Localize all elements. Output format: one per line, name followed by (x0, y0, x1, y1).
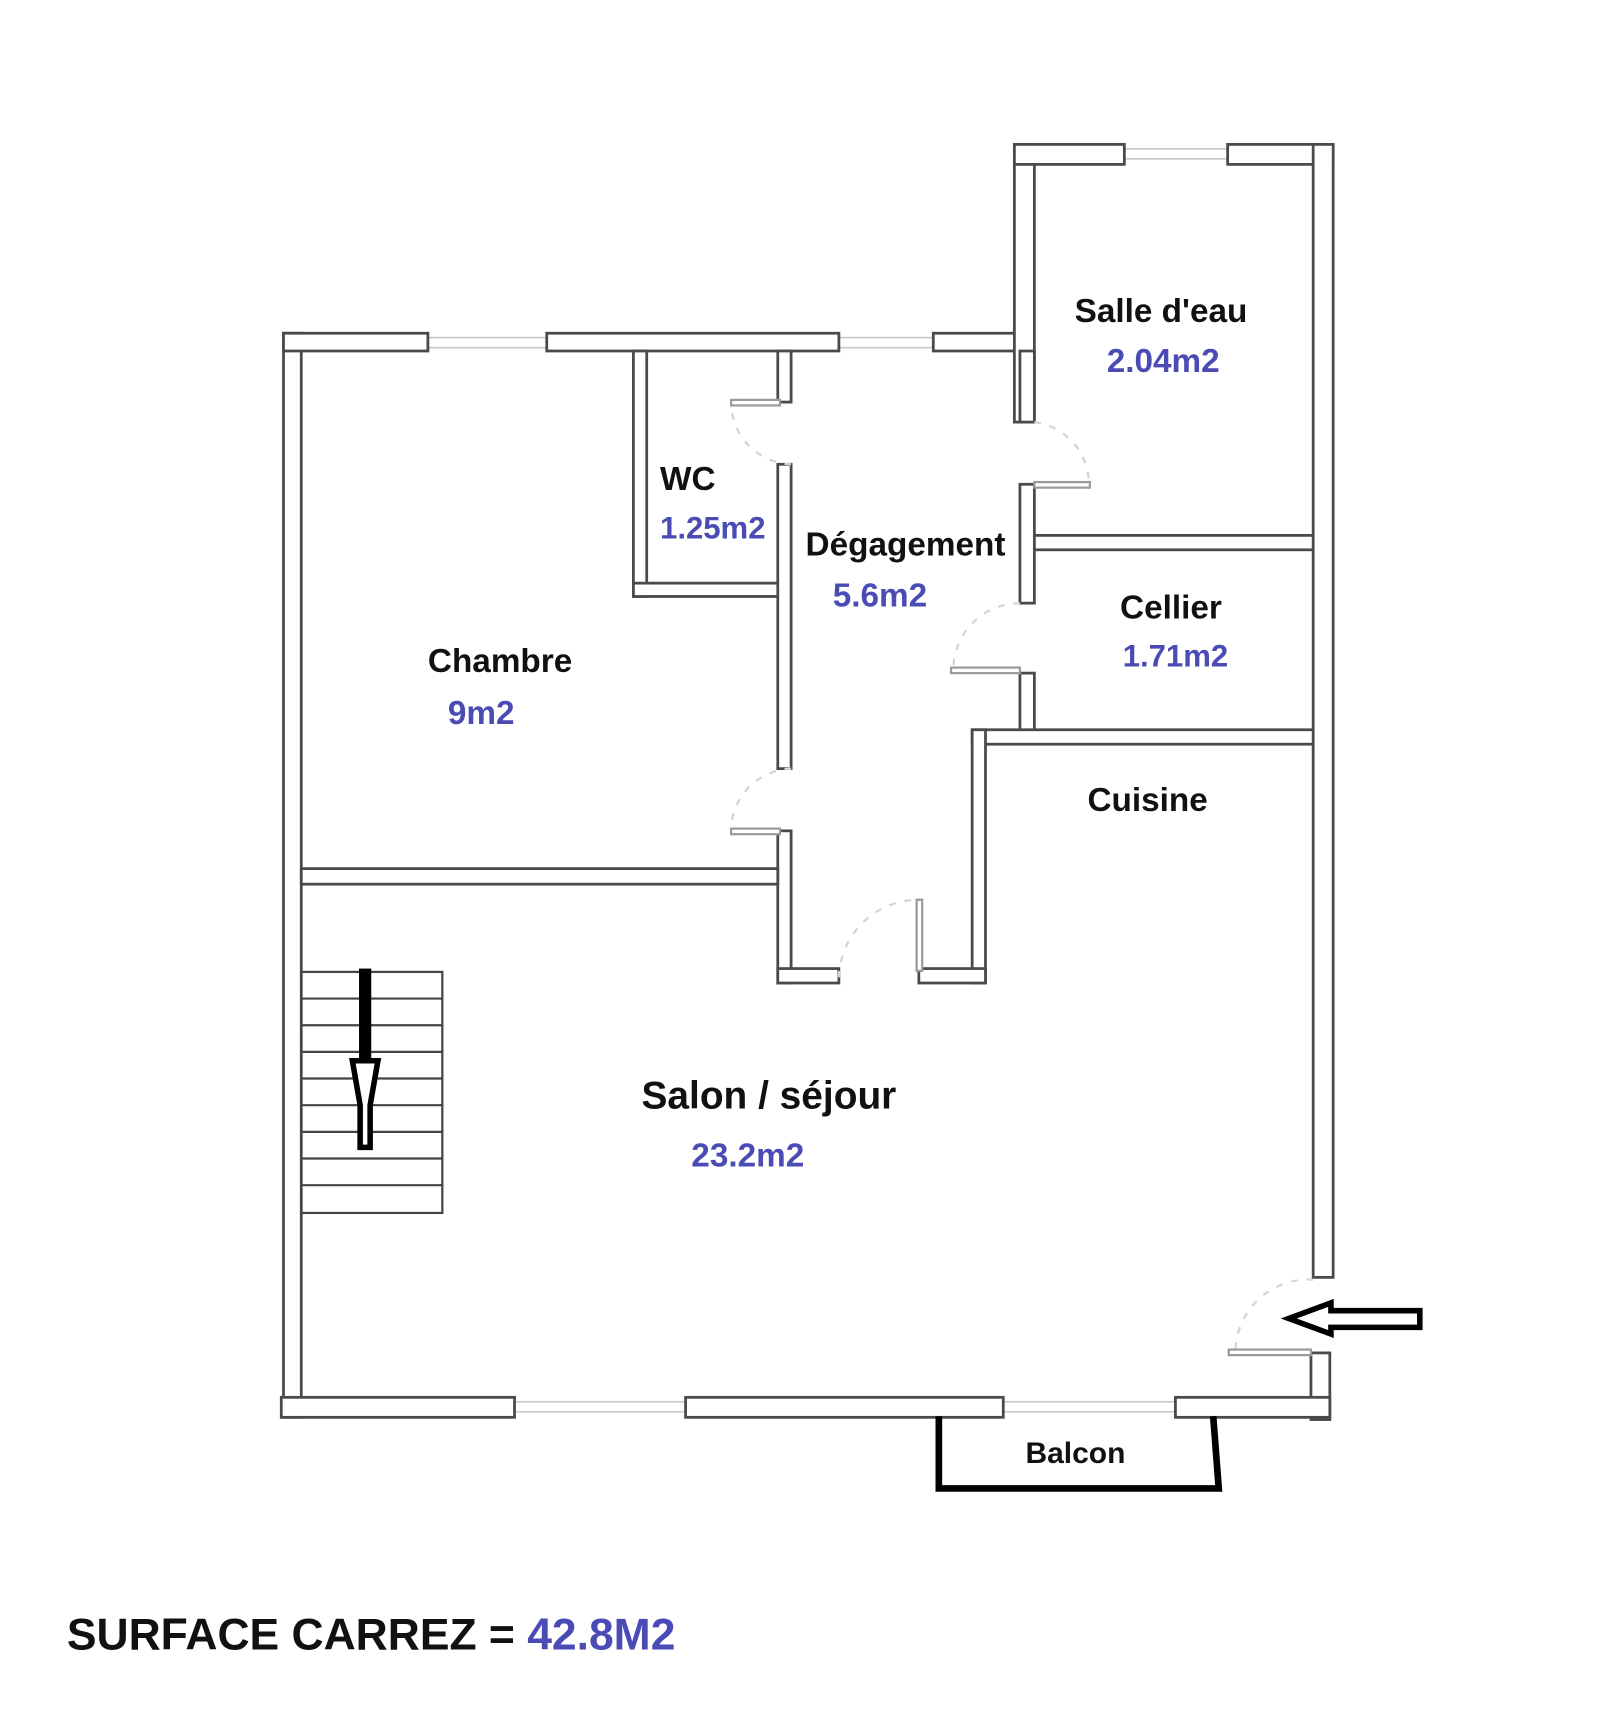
wall (931, 331, 1022, 353)
wall-cuisine-left (970, 728, 987, 985)
wall (776, 967, 841, 985)
door-degagement (837, 898, 919, 978)
door-leaf (730, 827, 782, 836)
wall (917, 967, 987, 985)
room-name-balcon: Balcon (1025, 1437, 1125, 1470)
door-leaf (730, 398, 782, 407)
door-leaf (949, 666, 1022, 675)
window-salle-eau (1123, 148, 1229, 160)
door-chambre (730, 767, 792, 831)
wall-wc-bottom (631, 581, 786, 598)
doors (730, 398, 1314, 1357)
wall-chambre-bottom (299, 867, 780, 886)
walls (279, 143, 1335, 1421)
wall-left (282, 331, 303, 1419)
room-area-salle-eau: 2.04m2 (1107, 343, 1220, 380)
wall (1018, 482, 1036, 605)
window-degagement (838, 336, 935, 349)
room-name-cellier: Cellier (1120, 590, 1222, 627)
wall (282, 331, 430, 353)
room-name-cuisine: Cuisine (1088, 782, 1208, 819)
stairs-down-arrow-icon (349, 968, 382, 1151)
room-area-salon: 23.2m2 (691, 1137, 804, 1174)
room-area-cellier: 1.71m2 (1123, 638, 1228, 673)
room-name-degagement: Dégagement (806, 526, 1006, 563)
door-wc (730, 402, 792, 466)
wall (776, 462, 793, 771)
door-cellier (952, 602, 1020, 670)
room-name-salon: Salon / séjour (641, 1075, 896, 1118)
room-labels: Salle d'eau 2.04m2 WC 1.25m2 Dégagement … (428, 293, 1247, 1470)
window-salon-2 (1002, 1400, 1177, 1413)
balcon-outline (935, 1415, 1223, 1492)
wall (1012, 143, 1126, 166)
door-salle-eau (1034, 420, 1090, 485)
room-area-wc: 1.25m2 (660, 511, 765, 546)
wall-bottom (279, 1395, 516, 1419)
room-name-wc: WC (660, 461, 716, 498)
window-chambre (427, 336, 548, 349)
wall-right (1311, 143, 1335, 1279)
door-leaf (915, 898, 924, 972)
wall (1018, 671, 1036, 737)
door-leaf (1227, 1348, 1313, 1357)
window-salon-1 (513, 1400, 687, 1413)
wall (776, 349, 793, 404)
wall (776, 829, 793, 985)
stairs-outline (300, 970, 444, 1215)
wall (545, 331, 841, 353)
wall (1018, 349, 1036, 424)
room-name-chambre: Chambre (428, 643, 572, 680)
door-leaf (1033, 480, 1092, 489)
room-area-chambre: 9m2 (448, 695, 515, 732)
surface-total-value: 42.8M2 (527, 1610, 675, 1659)
entrance-arrow-icon (1280, 1298, 1423, 1338)
surface-total-label: SURFACE CARREZ = (67, 1610, 527, 1659)
wall-cuisine-top (970, 728, 1315, 746)
room-name-salle-eau: Salle d'eau (1075, 293, 1248, 330)
wall-bottom (1174, 1395, 1332, 1419)
wall-salle-eau-bottom (1032, 533, 1315, 552)
wall-bottom (684, 1395, 1005, 1419)
staircase (300, 968, 444, 1215)
wall-wc-left (631, 349, 649, 598)
room-area-degagement: 5.6m2 (833, 577, 927, 614)
surface-total: SURFACE CARREZ = 42.8M2 (67, 1610, 676, 1659)
